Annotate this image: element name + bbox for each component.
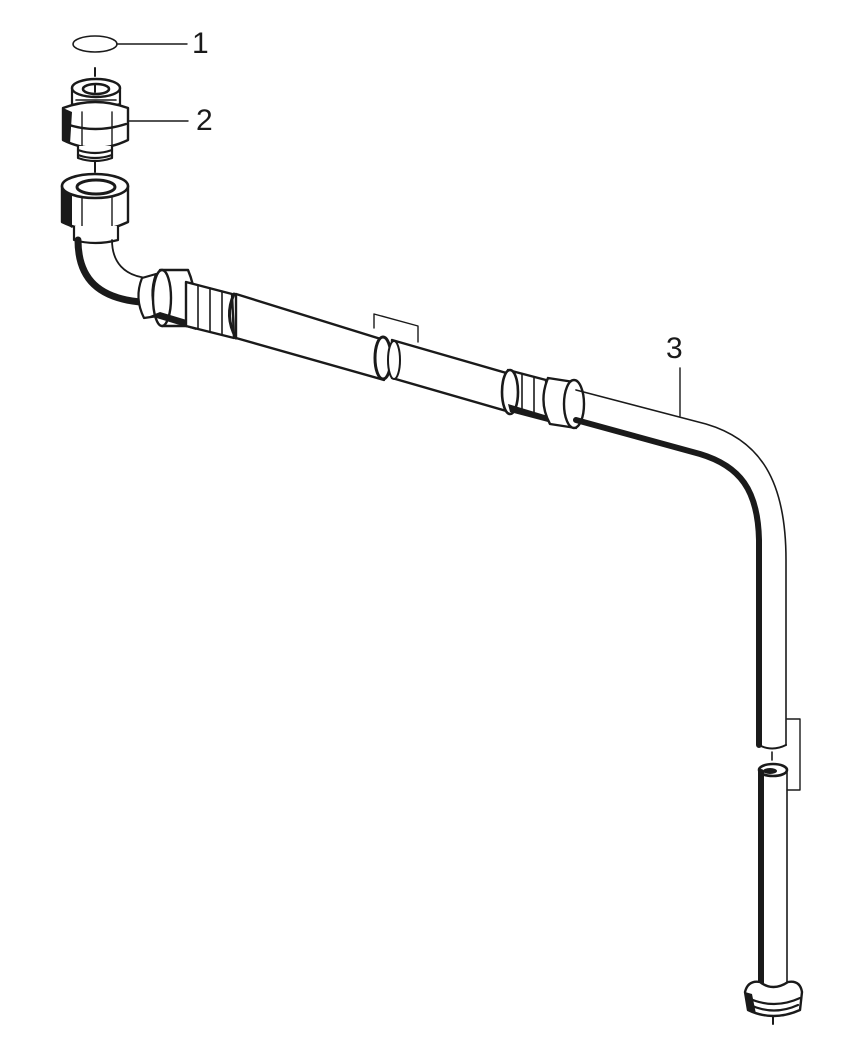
o-ring-part (72, 35, 188, 53)
callout-label-2: 2 (196, 104, 213, 137)
callout-label-1: 1 (192, 27, 209, 60)
hose-part (60, 172, 804, 1025)
callout-label-3: 3 (666, 332, 683, 365)
adapter-fitting-part (61, 77, 189, 163)
